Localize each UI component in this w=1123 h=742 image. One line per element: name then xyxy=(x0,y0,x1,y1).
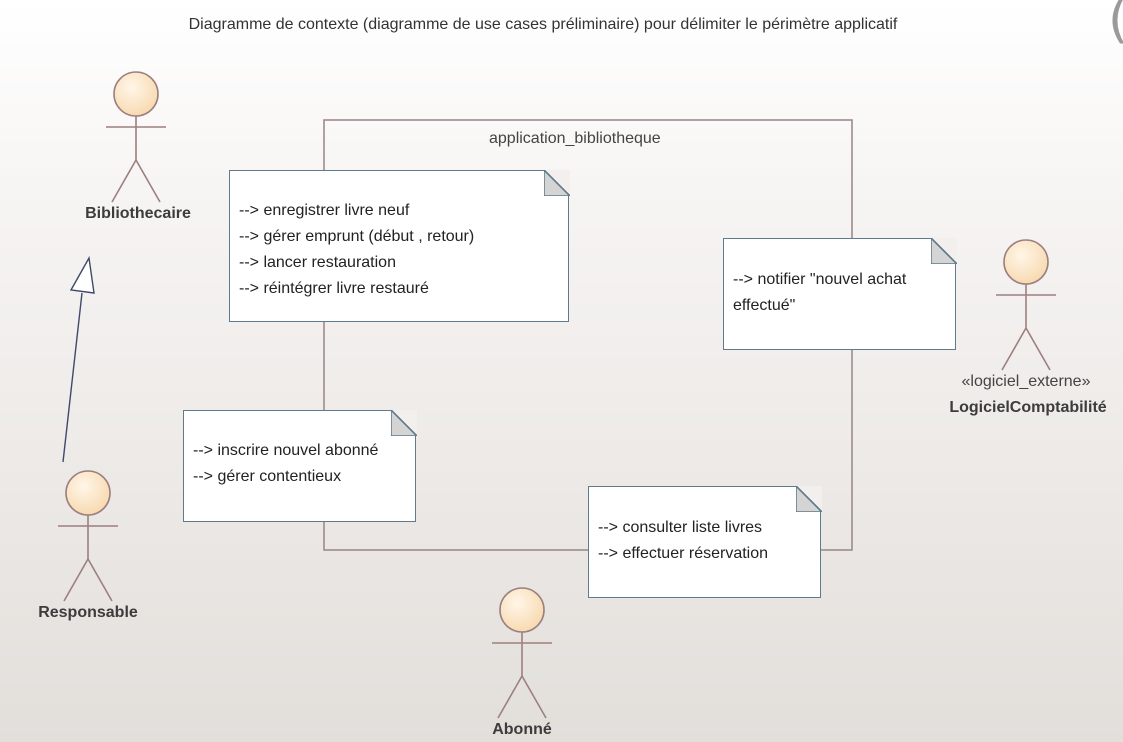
note-fold-corner xyxy=(930,237,957,264)
actor-head xyxy=(1003,239,1049,285)
note-bibliothecaire[interactable]: --> enregistrer livre neuf --> gérer emp… xyxy=(229,169,570,322)
note-line: --> enregistrer livre neuf xyxy=(239,202,410,219)
note-fold-corner xyxy=(795,485,822,512)
actor-head xyxy=(113,71,159,117)
note-line: --> inscrire nouvel abonné xyxy=(193,442,379,459)
note-line: --> effectuer réservation xyxy=(598,545,769,562)
note-responsable[interactable]: --> inscrire nouvel abonné --> gérer con… xyxy=(183,409,417,522)
diagram-title: Diagramme de contexte (diagramme de use … xyxy=(188,16,898,33)
note-line: --> lancer restauration xyxy=(239,254,396,271)
actor-stereotype-logiciel-comptabilite: «logiciel_externe» xyxy=(961,373,1091,390)
note-line: --> gérer contentieux xyxy=(193,468,342,485)
note-logiciel-comptabilite[interactable]: --> notifier "nouvel achat effectué" xyxy=(723,237,957,350)
note-abonne[interactable]: --> consulter liste livres --> effectuer… xyxy=(588,485,822,598)
note-line: --> gérer emprunt (début , retour) xyxy=(239,228,475,245)
note-line: --> notifier "nouvel achat xyxy=(733,271,907,288)
actor-abonne[interactable] xyxy=(492,587,552,719)
actor-label-responsable: Responsable xyxy=(38,604,138,621)
actor-head xyxy=(499,587,545,633)
actor-logiciel-comptabilite[interactable] xyxy=(996,239,1056,371)
actor-label-logiciel-comptabilite: LogicielComptabilité xyxy=(949,399,1107,416)
actor-head xyxy=(65,470,111,516)
clipped-paren-glyph: ( xyxy=(1108,0,1123,46)
actor-bibliothecaire[interactable] xyxy=(106,71,166,203)
actor-responsable[interactable] xyxy=(58,470,118,602)
note-line: --> consulter liste livres xyxy=(598,519,763,536)
actor-label-bibliothecaire: Bibliothecaire xyxy=(85,205,191,222)
note-line: --> réintégrer livre restauré xyxy=(239,280,429,297)
generalization-arrow[interactable] xyxy=(62,255,95,463)
system-boundary-label: application_bibliotheque xyxy=(489,130,661,147)
note-line: effectué" xyxy=(733,297,796,314)
note-fold-corner xyxy=(390,409,417,436)
note-fold-corner xyxy=(543,169,570,196)
actor-label-abonne: Abonné xyxy=(492,721,552,738)
